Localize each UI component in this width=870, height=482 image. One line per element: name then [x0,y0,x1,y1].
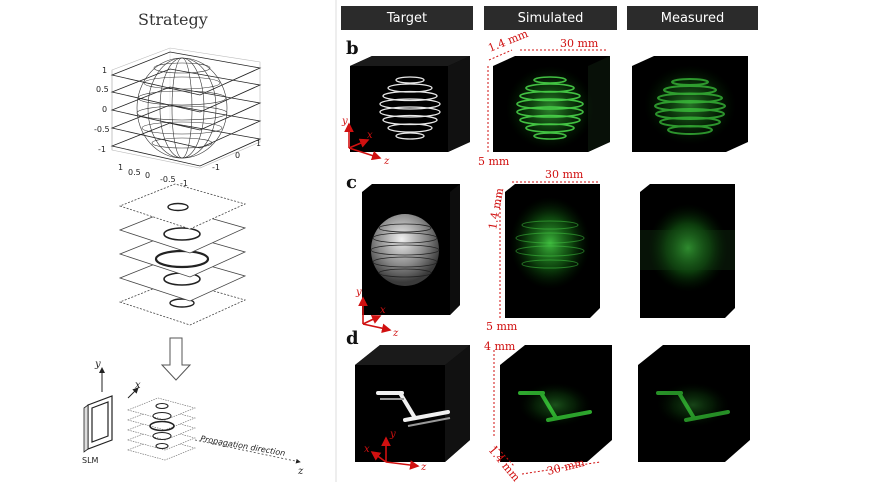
tick-label: 0.5 [128,168,141,177]
target-d-volume [355,345,470,462]
dimension-lines-d [493,350,601,475]
tick-label: 0 [235,151,240,160]
dimension-lines-c [499,181,600,318]
target-c-volume [362,184,460,315]
tick-label: 1 [102,66,107,75]
dim-height-label: 4 mm [484,340,516,353]
axis-z-label: z [392,328,399,339]
slice-stack [118,183,247,326]
panel-letter-d: d [346,328,359,349]
dim-length-label: 30 mm [560,37,599,50]
tick-label: -1 [212,163,220,172]
axis-x-label: x [364,444,370,455]
axis-triad-d [370,436,420,470]
tick-label: 1 [118,163,123,172]
dim-length-label: 30 mm [545,168,584,181]
slm-label: SLM [82,456,99,465]
propagation-label: Propagation direction [200,434,286,458]
simulated-d-volume [500,345,612,462]
tick-label: 0 [145,171,150,180]
axis-y-label: y [341,116,348,127]
axis-z-label: z [297,466,304,477]
tick-label: -0.5 [160,175,176,184]
sphere-x-ticks: 1 0.5 0 -0.5 -1 [118,163,188,188]
simulated-b-volume [493,56,610,152]
dimension-lines-b [487,49,608,152]
axis-triad-c [358,296,392,333]
axis-y-label: y [355,287,362,298]
tick-label: 0.5 [96,85,109,94]
dim-height-label: 5 mm [486,320,518,333]
tick-label: -1 [180,179,188,188]
sphere-y-ticks: -1 0 1 [212,139,261,172]
column-header-measured: Measured [627,6,758,30]
target-b-volume [350,56,470,152]
dim-height-label: 5 mm [478,155,510,168]
axis-x-label: x [367,130,373,141]
strategy-title: Strategy [138,10,208,29]
axis-x-label: x [380,305,386,316]
panel-letter-c: c [346,172,357,193]
slm-diagram: y x SLM Propagation direction z [82,359,304,477]
axis-y-label: y [94,359,101,370]
axis-triad-b [344,122,382,161]
axis-z-label: z [383,156,390,167]
panel-letter-b: b [346,38,359,59]
sphere-z-ticks: 1 0.5 0 -0.5 -1 [94,66,110,154]
measured-b-volume [632,56,748,152]
sphere-plot [110,47,262,169]
measured-d-volume [638,345,750,462]
dim-depth-label: 1.4 mm [486,186,506,230]
axis-x-label: x [135,380,141,391]
tick-label: 1 [256,139,261,148]
axis-y-label: y [389,429,396,440]
simulated-c-volume [505,184,600,318]
measured-c-volume [640,184,735,318]
column-header-simulated: Simulated [484,6,617,30]
tick-label: -0.5 [94,125,110,134]
tick-label: -1 [98,145,106,154]
dim-depth-label: 1.4 mm [486,27,530,55]
column-header-target: Target [341,6,473,30]
axis-z-label: z [420,462,427,473]
down-arrow-icon [160,337,192,381]
tick-label: 0 [102,105,107,114]
